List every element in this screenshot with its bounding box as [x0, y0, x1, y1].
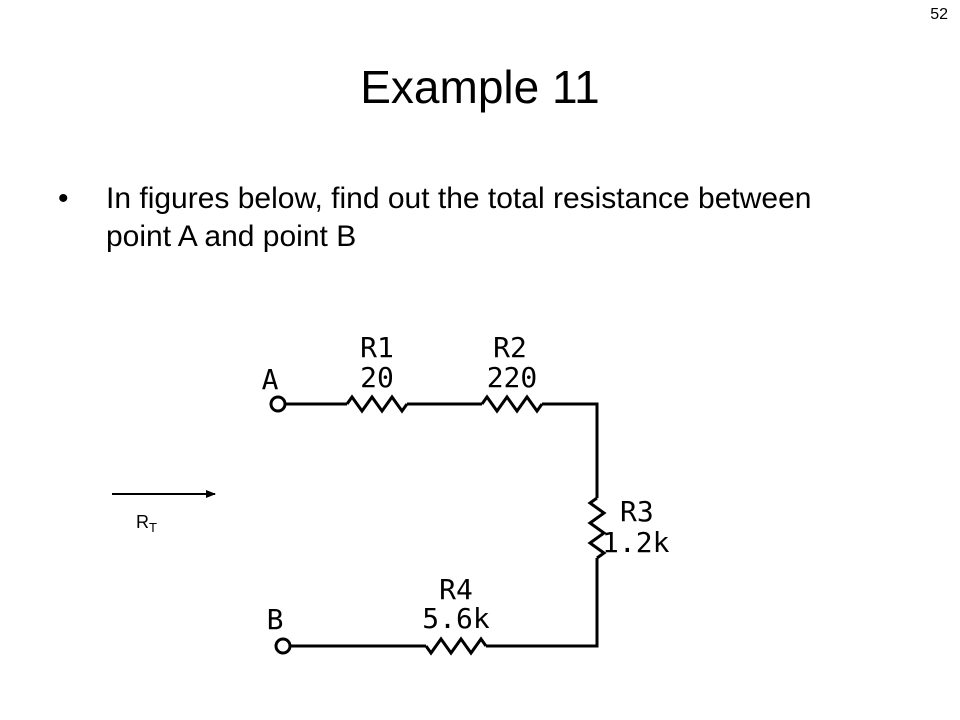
- resistor-r4-name: R4: [439, 573, 473, 606]
- rt-label-main: R: [136, 512, 149, 532]
- resistor-r4-value: 5.6k: [422, 602, 490, 635]
- resistor-r1-name: R1: [360, 331, 394, 364]
- terminal-a-circle: [269, 395, 287, 413]
- bullet-item: • In figures below, find out the total r…: [58, 180, 878, 256]
- terminal-b-label: B: [267, 603, 284, 636]
- resistor-r2-symbol: [480, 394, 544, 414]
- page-number: 52: [930, 6, 948, 23]
- bullet-dot: •: [58, 182, 69, 215]
- resistor-r3-name: R3: [620, 495, 654, 528]
- resistor-r3-value: 1.2k: [602, 526, 670, 559]
- resistor-r1-symbol: [345, 394, 409, 414]
- slide-title: Example 11: [360, 61, 600, 113]
- resistor-r1-value: 20: [360, 361, 394, 394]
- wire-top-right: [542, 402, 599, 498]
- bullet-text: In figures below, find out the total res…: [106, 182, 812, 253]
- rt-label: RT: [136, 512, 157, 535]
- resistor-r4-symbol: [424, 636, 488, 656]
- terminal-b-circle: [274, 637, 292, 655]
- resistor-r2-name: R2: [493, 331, 527, 364]
- resistor-r3-symbol: [587, 496, 607, 560]
- resistor-r2-value: 220: [487, 361, 538, 394]
- terminal-a-label: A: [262, 363, 279, 396]
- rt-label-subscript: T: [149, 520, 157, 535]
- wire-right-bottom: [486, 558, 599, 648]
